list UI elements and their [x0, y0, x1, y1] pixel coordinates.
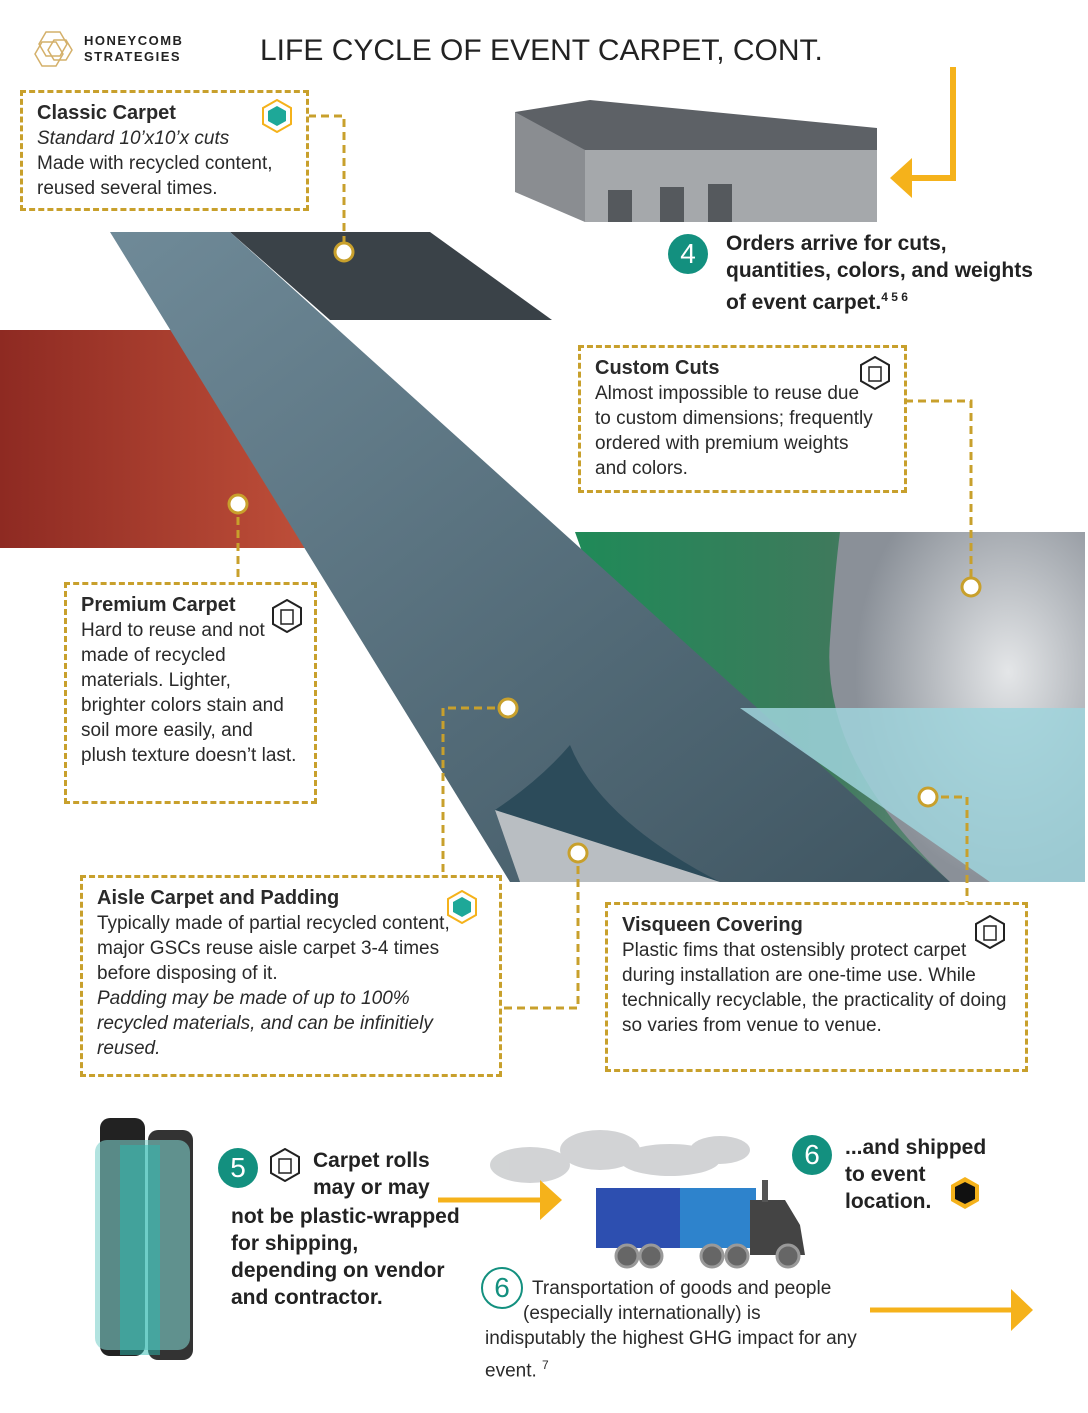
- premium-title: Premium Carpet: [81, 594, 236, 616]
- aisle-body: Typically made of partial recycled conte…: [97, 913, 450, 984]
- step-6-transport-rest: indisputably the highest GHG impact for …: [485, 1326, 875, 1384]
- step-6-transport-line1: Transportation of goods and people: [532, 1278, 832, 1299]
- aisle-title: Aisle Carpet and Padding: [97, 887, 340, 909]
- classic-subtitle: Standard 10’x10’x cuts: [37, 128, 230, 149]
- step-6-transport-line2: (especially internationally) is: [523, 1303, 761, 1324]
- truck-icon: [596, 1180, 805, 1269]
- classic-body: Made with recycled content, reused sever…: [37, 153, 273, 199]
- step-6-shipped-text: ...and shipped to event location.: [845, 1136, 987, 1213]
- visqueen-box: Visqueen Covering Plastic fims that oste…: [605, 902, 1028, 1072]
- custom-cuts-box: Custom Cuts Almost impossible to reuse d…: [578, 345, 907, 493]
- smoke-cloud: [490, 1130, 750, 1183]
- step-5-line2: may or may: [313, 1176, 430, 1199]
- step-6-transport-badge: 6: [481, 1267, 523, 1309]
- aisle-carpet-box: Aisle Carpet and Padding Typically made …: [80, 875, 502, 1077]
- classic-title: Classic Carpet: [37, 102, 176, 124]
- step-4-text: Orders arrive for cuts, quantities, colo…: [726, 230, 1056, 316]
- premium-body: Hard to reuse and not made of recycled m…: [81, 620, 297, 766]
- gray-blue-carpet-strip: [110, 232, 950, 882]
- step-4-label: Orders arrive for cuts, quantities, colo…: [726, 232, 1033, 314]
- visqueen-film: [740, 708, 1085, 882]
- visqueen-title: Visqueen Covering: [622, 914, 803, 936]
- custom-body: Almost impossible to reuse due to custom…: [595, 383, 873, 479]
- page-title: LIFE CYCLE OF EVENT CARPET, CONT.: [260, 34, 823, 67]
- step-5-line1: Carpet rolls: [313, 1149, 430, 1172]
- warehouse-building: [515, 100, 877, 222]
- visqueen-body: Plastic fims that ostensibly protect car…: [622, 940, 1007, 1036]
- trash-hex-icon: [270, 1148, 300, 1182]
- transport-footnote: 7: [542, 1358, 549, 1372]
- premium-carpet-box: Premium Carpet Hard to reuse and not mad…: [64, 582, 317, 804]
- logo: HONEYCOMB STRATEGIES: [32, 30, 182, 75]
- carpet-rolls: [95, 1118, 193, 1360]
- logo-line1: HONEYCOMB: [84, 33, 184, 48]
- step-4-badge: 4: [668, 234, 708, 274]
- arrow-down-left: [910, 67, 956, 181]
- aisle-italic: Padding may be made of up to 100% recycl…: [97, 988, 433, 1059]
- logo-line2: STRATEGIES: [84, 49, 182, 64]
- trash-hex-icon: [975, 915, 1005, 949]
- tree-hex-icon: [262, 99, 292, 133]
- custom-title: Custom Cuts: [595, 357, 720, 379]
- trash-hex-icon: [272, 599, 302, 633]
- tree-hex-icon: [447, 890, 477, 924]
- step-5-rest: not be plastic-wrapped for shipping, dep…: [231, 1205, 460, 1309]
- carbon-hex-icon: [951, 1177, 979, 1209]
- connector-lines: [236, 114, 973, 1010]
- step-4-footnotes: 4 5 6: [881, 290, 908, 304]
- connector-dots: [227, 241, 982, 864]
- step-5-badge: 5: [218, 1148, 258, 1188]
- classic-carpet-box: Classic Carpet Standard 10’x10’x cuts Ma…: [20, 90, 309, 211]
- dark-carpet-piece: [230, 232, 552, 320]
- honeycomb-logo-icon: [34, 31, 73, 67]
- trash-hex-icon: [860, 356, 890, 390]
- step-6-badge: 6: [792, 1135, 832, 1175]
- transport-rest-text: indisputably the highest GHG impact for …: [485, 1328, 857, 1382]
